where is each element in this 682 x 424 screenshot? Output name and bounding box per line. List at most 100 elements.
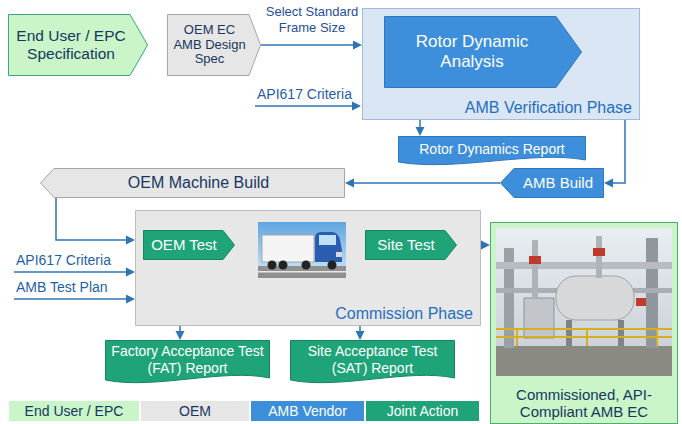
arrow-head — [416, 127, 425, 136]
text-area: Site Acceptance Test (SAT) Report — [296, 343, 449, 376]
picture-part — [496, 328, 672, 330]
input-arrow-line — [14, 298, 126, 300]
process-arrow-shape — [41, 169, 345, 198]
flow-connector — [56, 198, 135, 245]
input-arrow-line — [14, 271, 126, 273]
picture-part — [566, 320, 572, 346]
flow-connector — [356, 326, 365, 340]
arrow-head — [356, 331, 365, 340]
text-area: Rotor Dynamic Analysis — [392, 20, 552, 84]
arrow-head — [481, 241, 490, 250]
flow-connector — [416, 120, 425, 136]
connector-line — [613, 120, 625, 183]
phase-panel: AMB Verification Phase Rotor Dynamic Anal… — [362, 8, 640, 120]
connector-line — [179, 326, 181, 331]
text-area: End User / EPC Specification — [16, 18, 126, 72]
process-arrow-shape — [366, 231, 457, 260]
picture-part — [524, 298, 554, 338]
node-text: Commissioned, API-Compliant AMB EC — [494, 386, 674, 421]
spec-arrow-shape — [168, 15, 261, 76]
node-text: Rotor Dynamics Report — [419, 141, 565, 157]
picture-part — [496, 288, 672, 293]
report-document: Rotor Dynamics Report — [398, 136, 586, 168]
arrow-head — [352, 102, 361, 111]
arrow-head — [604, 179, 613, 188]
text-area: Commission Phase — [143, 305, 473, 323]
arrow-head — [126, 268, 135, 277]
input-arrow — [14, 268, 135, 277]
node-text: Site Test — [377, 236, 434, 253]
process-arrow: OEM Test — [143, 230, 235, 260]
picture-part — [262, 235, 314, 262]
picture-part — [586, 328, 588, 346]
input-label: AMB Test Plan — [16, 279, 108, 295]
input-label: API617 Criteria — [16, 252, 111, 268]
picture-part — [328, 261, 337, 270]
picture-part — [556, 276, 634, 320]
node-text: OEM Test — [151, 236, 217, 253]
result-panel-shape — [491, 223, 678, 424]
node-text: Factory Acceptance Test (FAT) Report — [111, 343, 264, 375]
text-area: Rotor Dynamics Report — [404, 138, 580, 160]
flow-connector — [176, 326, 185, 340]
truck-picture — [258, 222, 346, 278]
process-arrow: Site Test — [365, 230, 457, 260]
report-document-shape — [291, 341, 455, 383]
picture-part — [636, 298, 646, 306]
picture-part — [315, 232, 342, 262]
text-area: AMB Verification Phase — [370, 99, 632, 117]
legend-swatch: AMB Vendor — [250, 400, 365, 422]
legend-swatch: Joint Action — [365, 400, 480, 422]
result-panel: Commissioned, API-Compliant AMB EC — [490, 222, 678, 424]
report-document-shape — [106, 341, 270, 383]
node-text: OEM EC AMB Design Spec — [171, 23, 248, 68]
node-text: Site Acceptance Test (SAT) Report — [296, 343, 449, 375]
connector-line — [56, 198, 126, 240]
connector-line — [261, 44, 353, 46]
picture-part — [529, 256, 541, 264]
arrow-head — [176, 331, 185, 340]
arrow-head — [126, 236, 135, 245]
picture-part — [258, 222, 346, 278]
picture-part — [593, 248, 605, 256]
picture-part — [258, 271, 346, 273]
text-area: OEM Machine Build — [58, 170, 339, 196]
phase-panel-shape — [363, 9, 640, 120]
text-area: AMB Build — [516, 170, 600, 196]
phase-panel-shape — [136, 211, 481, 326]
picture-part — [496, 262, 672, 269]
legend-text: Joint Action — [387, 403, 459, 419]
node-text: OEM Machine Build — [128, 174, 269, 192]
picture-part — [268, 261, 277, 270]
legend-text: OEM — [179, 403, 211, 419]
legend-swatch: OEM — [140, 400, 250, 422]
picture-part — [496, 336, 672, 338]
arrow-head — [126, 295, 135, 304]
plant-photo — [496, 228, 672, 376]
picture-part — [319, 235, 336, 245]
legend-swatch: End User / EPC — [8, 400, 140, 422]
process-arrow-shape — [501, 169, 604, 198]
edge-label: Select Standard Frame Size — [262, 4, 362, 35]
input-arrow — [255, 102, 361, 111]
input-arrow — [14, 295, 135, 304]
picture-part — [532, 240, 538, 298]
picture-part — [302, 261, 311, 270]
legend-text: End User / EPC — [25, 403, 124, 419]
picture-part — [656, 328, 658, 346]
connector-line — [354, 182, 500, 184]
process-arrow: AMB Build — [500, 168, 604, 198]
node-text: End User / EPC Specification — [16, 27, 126, 63]
picture-part — [596, 236, 602, 278]
node-text: Commission Phase — [143, 305, 473, 323]
spec-arrow: OEM EC AMB Design Spec — [167, 14, 261, 76]
text-area: Site Test — [369, 232, 443, 258]
process-arrow: Rotor Dynamic Analysis — [384, 16, 582, 88]
node-text: Rotor Dynamic Analysis — [392, 32, 552, 71]
report-document: Factory Acceptance Test (FAT) Report — [105, 340, 270, 386]
input-arrow-line — [255, 105, 352, 107]
phase-panel: Commission Phase OEM Test Site Test — [135, 210, 481, 326]
picture-part — [258, 266, 346, 278]
flow-connector — [261, 41, 362, 50]
